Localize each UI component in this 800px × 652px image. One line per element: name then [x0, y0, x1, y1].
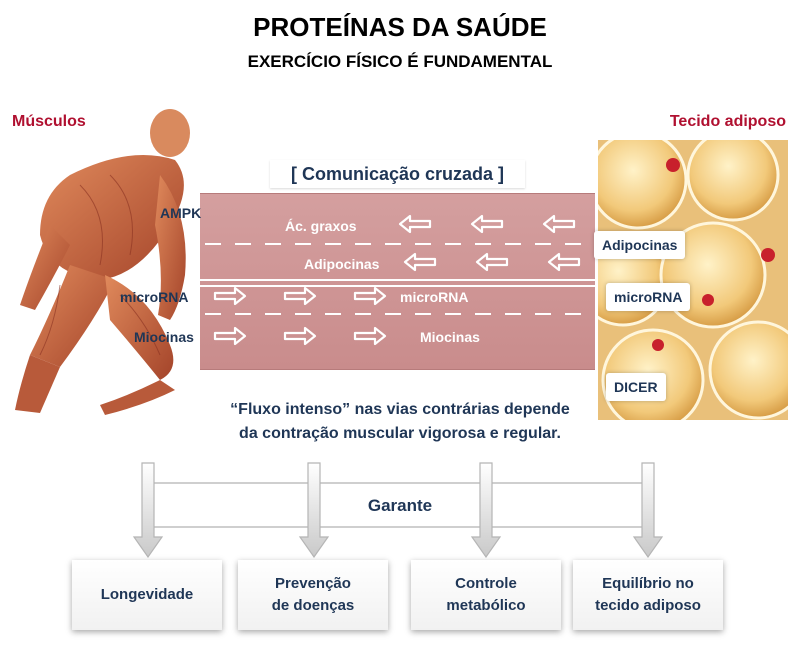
- outcome-line: Prevenção: [275, 575, 351, 592]
- muscle-myokines-label: Miocinas: [134, 329, 194, 345]
- adipokines-lane-label: Adipocinas: [304, 256, 380, 272]
- diagram-subtitle: EXERCÍCIO FÍSICO É FUNDAMENTAL: [247, 52, 553, 71]
- left-arrow-icon: [398, 214, 432, 234]
- outcome-line: Longevidade: [100, 586, 194, 603]
- communication-road: [200, 193, 595, 370]
- diagram-title: PROTEÍNAS DA SAÚDE: [253, 12, 547, 42]
- road-markings: [200, 214, 595, 346]
- right-arrow-icon: [353, 286, 387, 306]
- flow-note: “Fluxo intenso” nas vias contrárias depe…: [120, 398, 680, 446]
- right-arrow-icon: [353, 326, 387, 346]
- outcome-line: de doenças: [271, 597, 355, 614]
- muscles-label: Músculos: [12, 113, 86, 130]
- dicer-tag: DICER: [606, 373, 666, 401]
- outcome-longevity: Longevidade: [72, 560, 222, 630]
- muscle-figure-image: [15, 109, 190, 415]
- outcome-line: metabólico: [446, 597, 526, 614]
- outcome-disease-prevention: Prevenção de doenças: [238, 560, 388, 630]
- muscle-microrna-label: microRNA: [120, 289, 189, 305]
- outcome-line: Equilíbrio no: [602, 575, 694, 592]
- left-arrow-icon: [470, 214, 504, 234]
- guarantees-label: Garante: [367, 496, 433, 515]
- ampk-label: AMPK: [160, 205, 202, 221]
- down-arrow-icon: [132, 462, 164, 559]
- outcome-line: tecido adiposo: [595, 597, 701, 614]
- left-arrow-icon: [542, 214, 576, 234]
- outcome-adipose-balance: Equilíbrio no tecido adiposo: [573, 560, 723, 630]
- adipose-tissue-label: Tecido adiposo: [669, 113, 786, 130]
- right-arrow-icon: [213, 326, 247, 346]
- right-arrow-icon: [213, 286, 247, 306]
- outcome-connectors: [132, 462, 664, 559]
- adipose-adipokines-tag: Adipocinas: [594, 231, 686, 259]
- left-arrow-icon: [547, 252, 581, 272]
- right-arrow-icon: [283, 326, 317, 346]
- fatty-acids-lane-label: Ác. graxos: [285, 218, 357, 234]
- outcome-line: Controle: [455, 575, 517, 592]
- cross-communication-title: [ Comunicação cruzada ]: [270, 160, 525, 188]
- adipose-microrna-tag: microRNA: [606, 283, 691, 311]
- left-arrow-icon: [403, 252, 437, 272]
- right-arrow-icon: [283, 286, 317, 306]
- down-arrow-icon: [632, 462, 664, 559]
- microrna-lane-label: microRNA: [400, 289, 469, 305]
- down-arrow-icon: [470, 462, 502, 559]
- flow-note-line1: “Fluxo intenso” nas vias contrárias depe…: [230, 401, 570, 418]
- myokines-lane-label: Miocinas: [420, 329, 480, 345]
- flow-note-line2: da contração muscular vigorosa e regular…: [239, 425, 561, 442]
- outcome-metabolic-control: Controle metabólico: [411, 560, 561, 630]
- down-arrow-icon: [298, 462, 330, 559]
- left-arrow-icon: [475, 252, 509, 272]
